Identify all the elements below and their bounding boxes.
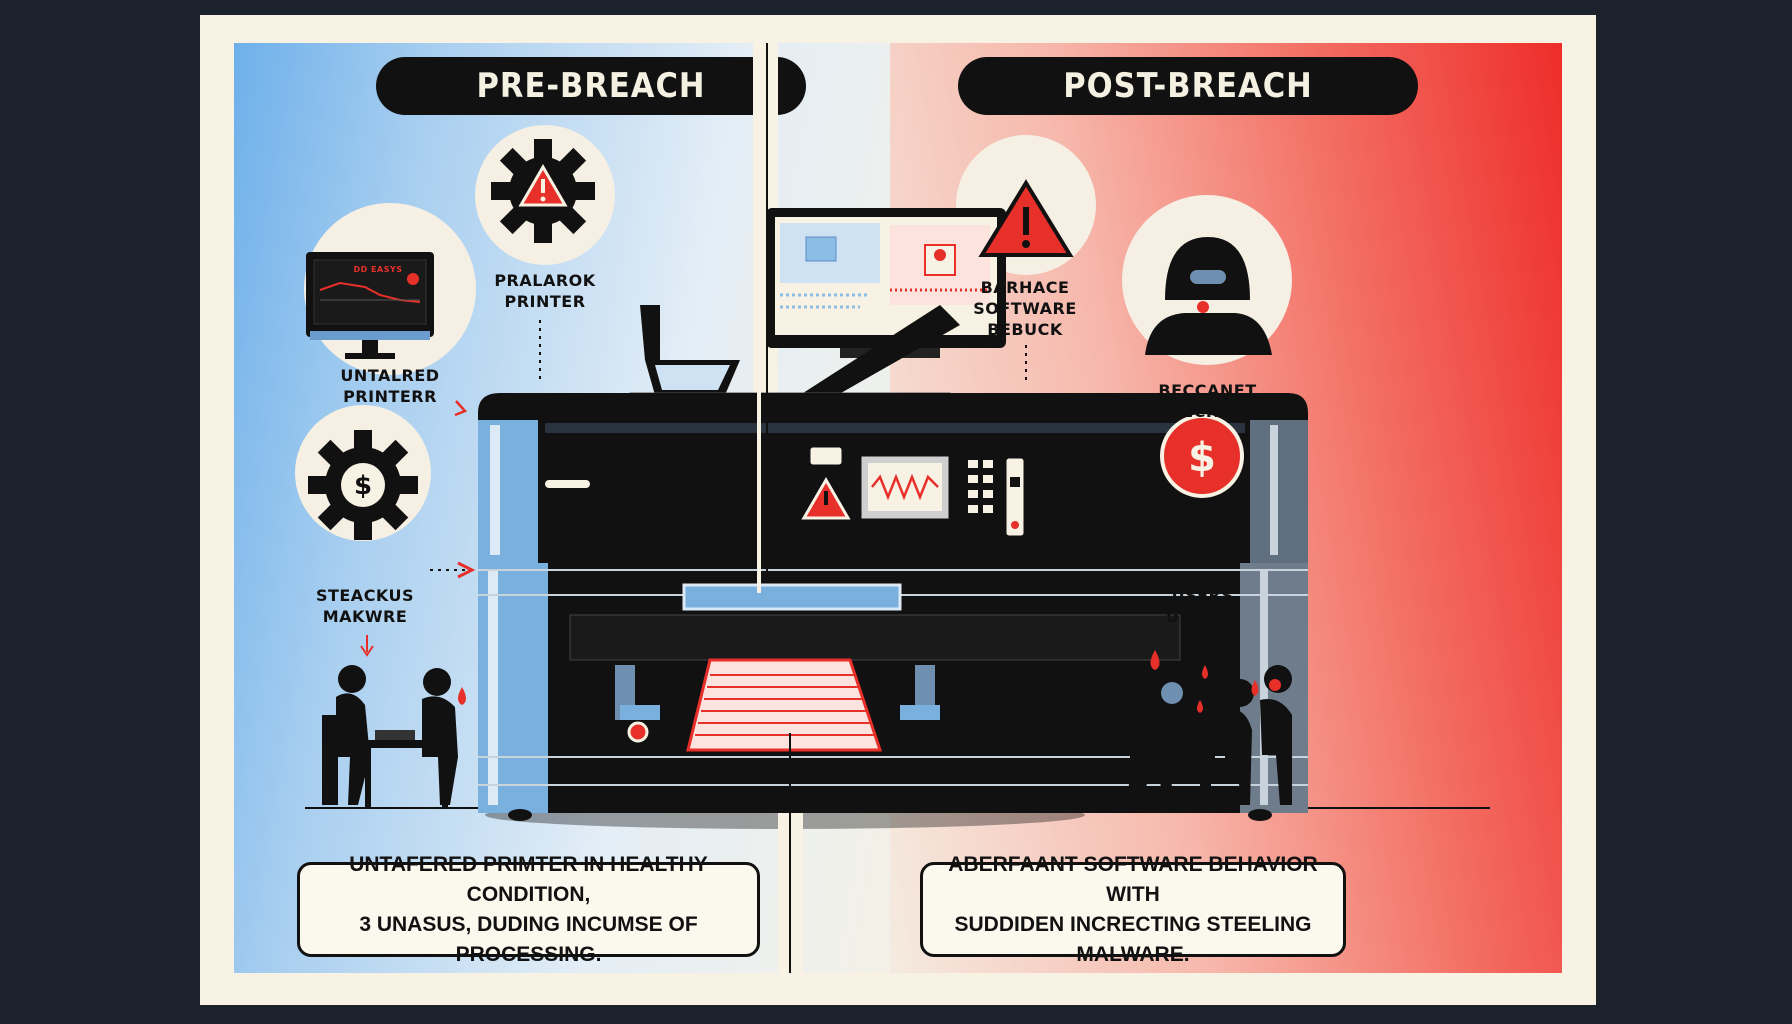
gear-label-line-2: PRINTER bbox=[504, 292, 586, 311]
monitor-label-line-2: PRINTERR bbox=[343, 387, 437, 406]
hacker-label-line-1: BECCANET bbox=[1158, 381, 1257, 400]
malware-label-line-1: STEACKUS bbox=[315, 586, 415, 605]
svg-text:$: $ bbox=[1188, 435, 1216, 481]
malware-label-line-2: MAKWRE bbox=[322, 607, 408, 626]
warning-label-line-1: BARHACE bbox=[980, 278, 1070, 297]
post-breach-caption-line-2: SUDDIDEN INCRECTING STEELING MALWARE. bbox=[954, 912, 1312, 966]
dollar-circle-icon: $ bbox=[1160, 414, 1244, 498]
pre-breach-caption-line-1: UNTAFERED PRIMTER IN HEALTHY CONDITION, bbox=[349, 852, 708, 906]
people-at-table-icon bbox=[322, 665, 458, 808]
warning-label-line-2: SOFTWARE bbox=[973, 299, 1077, 318]
pre-breach-caption: UNTAFERED PRIMTER IN HEALTHY CONDITION, … bbox=[297, 853, 760, 966]
scene-art: $ bbox=[305, 43, 1490, 983]
post-breach-title: POST-BREACH bbox=[958, 57, 1418, 115]
pre-breach-title: PRE-BREACH bbox=[376, 57, 806, 115]
post-breach-caption-line-1: ABERFAANT SOFTWARE BEHAVIOR WITH bbox=[948, 852, 1318, 906]
users-icon bbox=[1128, 665, 1292, 806]
printer-icon bbox=[478, 208, 1308, 821]
monitor-label-line-1: UNTALRED bbox=[340, 366, 440, 385]
gear-warning-icon bbox=[491, 139, 595, 243]
users-label-line-2: USEERS bbox=[1165, 607, 1240, 626]
monitor-label: UNTALRED PRINTERR bbox=[300, 365, 480, 407]
infographic-card: PRE-BREACH POST-BREACH bbox=[200, 15, 1596, 1005]
hacker-icon bbox=[1145, 237, 1272, 355]
malware-label: STEACKUS MAKWRE bbox=[280, 585, 450, 627]
hacker-label: BECCANET PRECHVEN bbox=[1125, 380, 1290, 422]
gear-dollar-icon: $ bbox=[308, 430, 418, 540]
monitor-screen-text: DD EASYS bbox=[353, 265, 403, 274]
warning-label: BARHACE SOFTWARE BEBUCK bbox=[945, 277, 1105, 340]
users-label-line-1: USERS bbox=[1171, 586, 1234, 605]
monitor-icon bbox=[306, 252, 434, 359]
svg-text:$: $ bbox=[354, 471, 372, 501]
pre-breach-caption-line-2: 3 UNASUS, DUDING INCUMSE OF PROCESSING. bbox=[359, 912, 698, 966]
warning-label-line-3: BEBUCK bbox=[987, 320, 1063, 339]
gear-label-line-1: PRALAROK bbox=[494, 271, 596, 290]
hacker-label-line-2: PRECHVEN bbox=[1157, 402, 1258, 421]
gear-label: PRALAROK PRINTER bbox=[465, 270, 625, 312]
post-breach-caption: ABERFAANT SOFTWARE BEHAVIOR WITH SUDDIDE… bbox=[920, 853, 1346, 966]
users-label: USERS USEERS bbox=[1140, 585, 1265, 627]
warning-triangle-icon bbox=[978, 179, 1074, 257]
